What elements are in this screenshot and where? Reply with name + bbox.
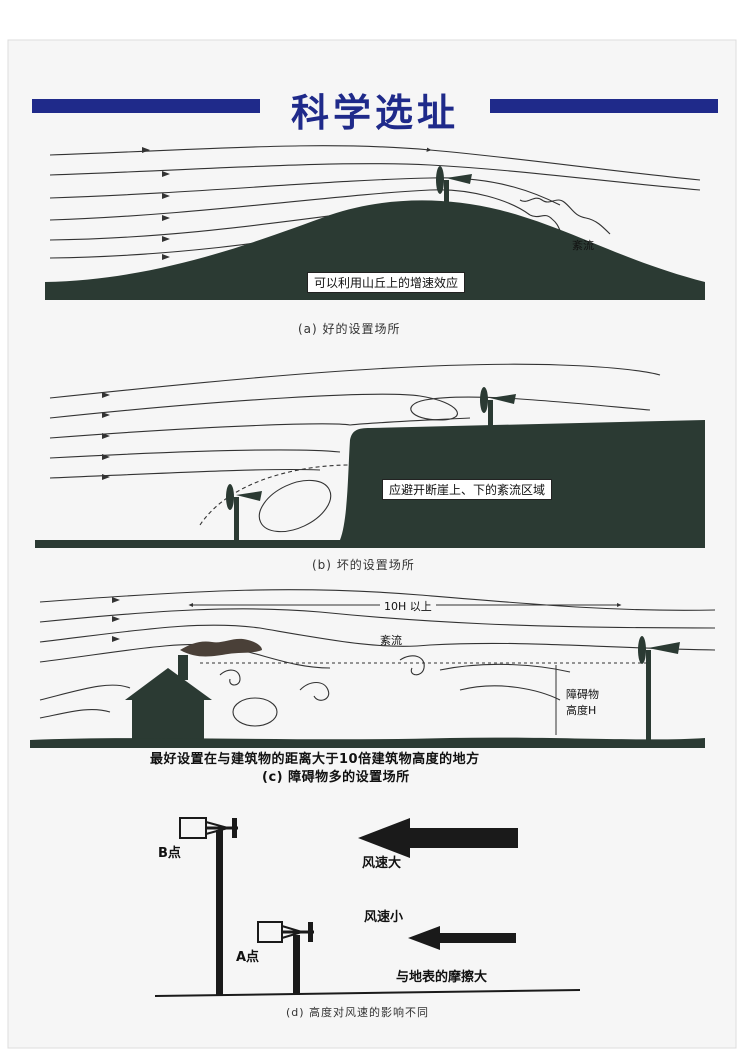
panel-b-cliff xyxy=(35,420,705,548)
panel-a-flow-arrows xyxy=(142,147,170,260)
panel-d-ground xyxy=(154,989,581,997)
wind-arrow-large xyxy=(358,818,518,858)
title-bar-left xyxy=(32,99,260,113)
panel-b-box-label: 应避开断崖上、下的紊流区域 xyxy=(382,479,553,500)
house xyxy=(125,655,212,740)
friction-label: 与地表的摩擦大 xyxy=(396,970,488,985)
panel-c-distance-label: 10H 以上 xyxy=(380,598,436,614)
panel-b-turbine-bottom xyxy=(226,484,262,540)
page-title: 科学选址 xyxy=(290,91,459,135)
panel-b-eddy xyxy=(258,479,332,533)
panel-a-turbulence-label: 紊流 xyxy=(572,239,594,252)
panel-a-caption: (a) 好的设置场所 xyxy=(298,322,401,336)
panel-c-height-label-2: 高度H xyxy=(566,704,597,717)
panel-c-caption: (c) 障碍物多的设置场所 xyxy=(262,770,410,785)
panel-b-caption: (b) 坏的设置场所 xyxy=(312,558,415,572)
panel-d-caption: (d) 高度对风速的影响不同 xyxy=(286,1006,430,1019)
panel-b-flow-arrows xyxy=(102,392,110,480)
anemometer-b xyxy=(179,817,238,995)
panel-a-hill xyxy=(45,200,705,300)
panel-c-note: 最好设置在与建筑物的距离大于10倍建筑物高度的地方 xyxy=(150,752,480,767)
wind-arrow-small xyxy=(408,926,516,950)
panel-c-turbulence-label: 紊流 xyxy=(380,634,402,647)
chimney-smoke xyxy=(180,638,262,657)
panel-c-turbine xyxy=(638,636,680,740)
wind-low-label: 风速小 xyxy=(364,910,404,925)
panel-a-turbine xyxy=(436,166,472,214)
panel-c-flow-arrows xyxy=(112,597,120,642)
panel-d-diagram xyxy=(154,817,581,997)
point-a-label: A点 xyxy=(236,950,260,965)
panel-a-diagram xyxy=(45,145,705,300)
panel-c-ground xyxy=(30,737,705,748)
anemometer-a xyxy=(257,921,314,995)
point-b-label: B点 xyxy=(158,846,181,861)
panel-b-diagram xyxy=(35,363,705,548)
panel-c-height-label-1: 障碍物 xyxy=(566,688,599,701)
panel-b-turbine-top xyxy=(480,387,516,428)
panel-a-box-label: 可以利用山丘上的增速效应 xyxy=(307,272,466,293)
panel-c-eddy xyxy=(232,697,278,727)
title-bar-right xyxy=(490,99,718,113)
panel-c-diagram xyxy=(30,589,716,748)
wind-high-label: 风速大 xyxy=(362,856,402,871)
